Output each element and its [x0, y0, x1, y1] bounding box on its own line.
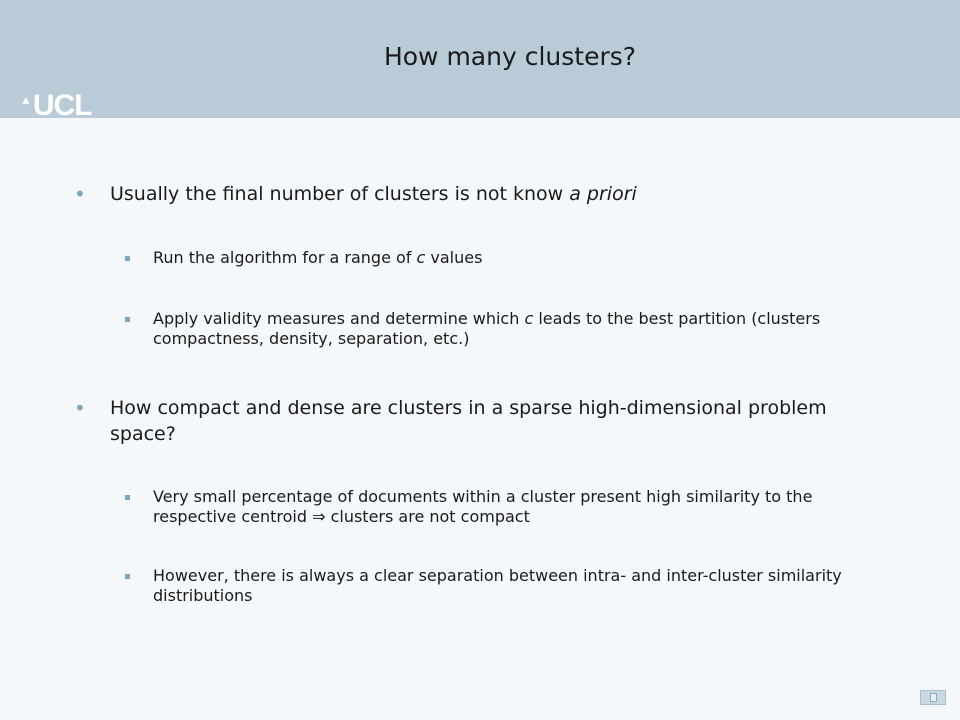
square-bullet-icon — [125, 574, 130, 579]
bullet-dot-icon: • — [74, 396, 86, 420]
page-icon — [930, 693, 937, 702]
bullet-item: • How compact and dense are clusters in … — [74, 395, 854, 447]
header-band — [0, 0, 960, 118]
sub-bullet-text: Apply validity measures and determine wh… — [153, 309, 821, 348]
square-bullet-icon — [125, 256, 130, 261]
sub-bullet-item: Apply validity measures and determine wh… — [120, 309, 880, 349]
implies-icon: ⇒ — [312, 507, 326, 526]
bullet-item: • Usually the final number of clusters i… — [74, 181, 854, 207]
sub-bullet-item: Very small percentage of documents withi… — [120, 487, 880, 527]
logo-text: UCL — [32, 89, 93, 122]
bullet-text: Usually the final number of clusters is … — [110, 183, 637, 205]
ucl-logo: ▲ UCL — [20, 89, 93, 122]
ucl-dome-icon: ▲ — [20, 93, 32, 107]
square-bullet-icon — [125, 495, 130, 500]
sub-bullet-text: Very small percentage of documents withi… — [153, 487, 813, 526]
sub-bullet-item: Run the algorithm for a range of c value… — [120, 248, 880, 268]
sub-bullet-item: However, there is always a clear separat… — [120, 566, 880, 606]
slide-title: How many clusters? — [383, 42, 637, 71]
sub-bullet-text: Run the algorithm for a range of c value… — [153, 248, 483, 267]
sub-bullet-text: However, there is always a clear separat… — [153, 566, 842, 605]
slide-nav-button[interactable] — [920, 690, 946, 705]
square-bullet-icon — [125, 317, 130, 322]
bullet-dot-icon: • — [74, 182, 86, 206]
bullet-text: How compact and dense are clusters in a … — [110, 397, 827, 445]
